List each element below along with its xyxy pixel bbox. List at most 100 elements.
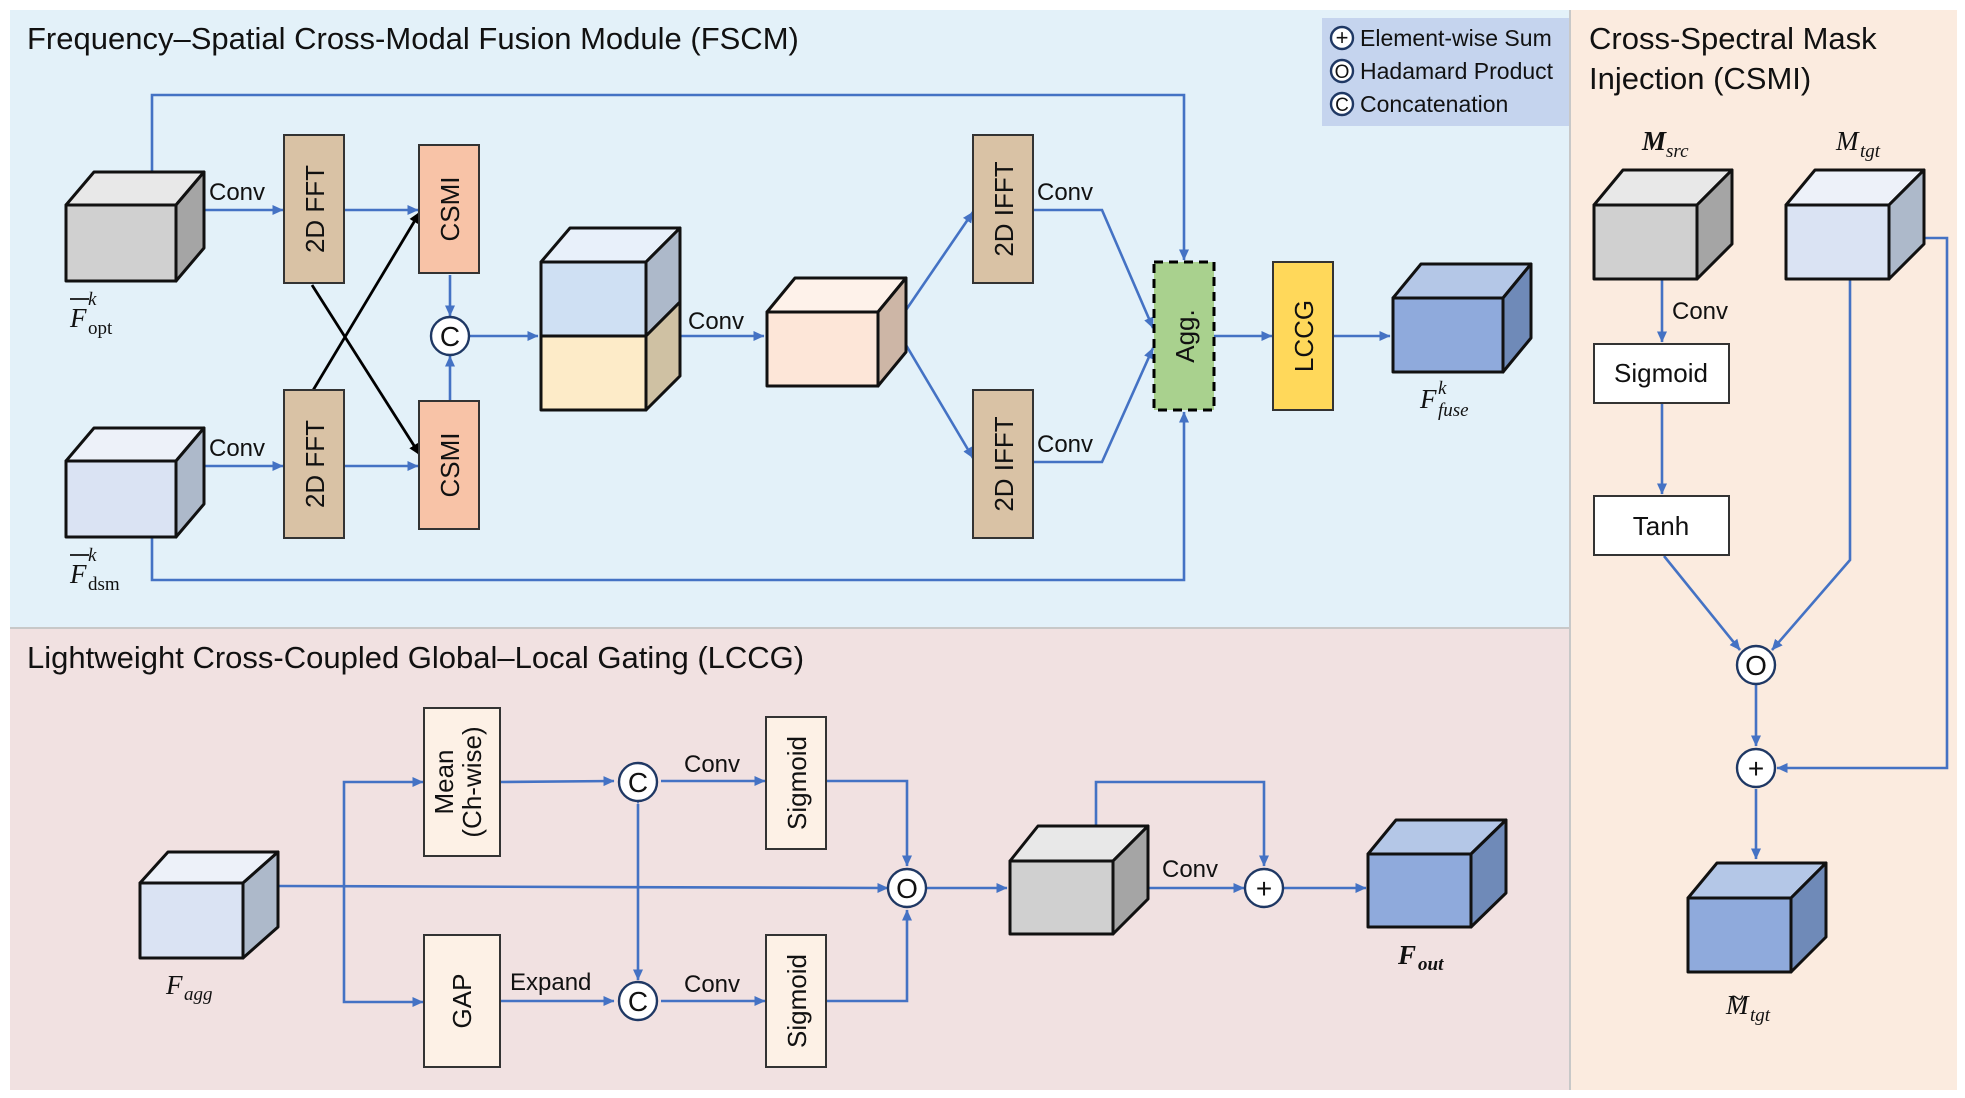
concat-feature-cube [539, 226, 682, 412]
svg-text:CSMI: CSMI [435, 433, 465, 498]
svg-text:Sigmoid: Sigmoid [1614, 358, 1708, 388]
svg-text:O: O [896, 873, 918, 904]
fused-peach-cube [765, 276, 908, 388]
m-tgt-output-label: ~ M tgt [1725, 983, 1771, 1026]
hadamard-product-icon [1329, 58, 1355, 84]
svg-text:C: C [1335, 95, 1349, 116]
f-opt-cube [64, 170, 206, 283]
svg-text:Agg.: Agg. [1170, 309, 1200, 363]
svg-text:Sigmoid: Sigmoid [782, 954, 812, 1048]
lccg-conv-out-label: Conv [1162, 856, 1218, 883]
element-wise-sum-icon [1243, 867, 1285, 909]
sigmoid-bottom-box: Sigmoid [765, 934, 827, 1068]
ifft-bottom-box: 2D IFFT [972, 389, 1034, 539]
legend-hadamard-label: Hadamard Product [1360, 58, 1554, 84]
ifft-top-box: 2D IFFT [972, 134, 1034, 284]
element-wise-sum-icon [1329, 25, 1355, 51]
svg-text:F: F [1397, 940, 1416, 970]
svg-text:k: k [1438, 378, 1447, 399]
fscm-conv-mid-label: Conv [688, 308, 744, 335]
svg-text:2D FFT: 2D FFT [300, 165, 330, 253]
lccg-concat-top-op: C [617, 761, 659, 803]
f-agg-cube [138, 850, 280, 960]
lccg-conv-bottom-label: Conv [684, 971, 740, 998]
svg-text:M: M [1725, 990, 1750, 1020]
f-fuse-cube [1391, 262, 1533, 374]
legend-concat-label: Concatenation [1360, 91, 1508, 117]
svg-text:k: k [88, 545, 97, 566]
svg-text:F: F [165, 970, 183, 1000]
csmi-conv-label: Conv [1672, 298, 1728, 325]
element-wise-sum-icon [1735, 747, 1777, 789]
hadamard-product-icon [1735, 644, 1777, 686]
f-opt-label: F k opt [69, 289, 113, 339]
fscm-conv-ifft-bottom-label: Conv [1037, 431, 1093, 458]
fscm-conv-top-label: Conv [209, 179, 265, 206]
concatenation-icon [1329, 91, 1355, 117]
svg-text:(Ch-wise): (Ch-wise) [457, 726, 487, 837]
svg-text:LCCG: LCCG [1289, 300, 1319, 372]
mean-ch-wise-box: Mean (Ch-wise) [423, 707, 501, 857]
svg-text:O: O [1745, 650, 1767, 681]
svg-text:F: F [69, 559, 87, 589]
f-dsm-label: F k dsm [69, 545, 120, 595]
svg-text:+: + [1748, 753, 1764, 784]
lccg-sum-op: + [1243, 867, 1285, 909]
svg-text:k: k [88, 289, 97, 310]
svg-text:~: ~ [1729, 983, 1744, 1013]
legend-sum-label: Element-wise Sum [1360, 25, 1552, 51]
csmi-top-box: CSMI [418, 144, 480, 274]
svg-text:+: + [1336, 25, 1349, 50]
svg-text:C: C [628, 767, 648, 798]
csmi-tanh-box: Tanh [1593, 495, 1730, 556]
svg-text:opt: opt [88, 318, 113, 339]
fft-bottom-box: 2D FFT [283, 389, 345, 539]
svg-text:M: M [1835, 126, 1860, 156]
fft-top-box: 2D FFT [283, 134, 345, 284]
svg-text:Sigmoid: Sigmoid [782, 736, 812, 830]
svg-text:+: + [1256, 873, 1272, 904]
csmi-title-line2: Injection (CSMI) [1589, 61, 1811, 96]
svg-text:F: F [1419, 384, 1437, 414]
csmi-connections [1657, 236, 1949, 860]
f-dsm-cube [64, 426, 206, 539]
m-tgt-output-cube [1686, 861, 1828, 974]
svg-text:M: M [1641, 126, 1667, 156]
svg-text:CSMI: CSMI [435, 177, 465, 242]
f-agg-label: F agg [165, 970, 213, 1005]
lccg-expand-label: Expand [510, 969, 591, 996]
fscm-concat-op: C [429, 315, 471, 357]
svg-text:O: O [1335, 62, 1350, 83]
csmi-sigmoid-box: Sigmoid [1593, 343, 1730, 404]
m-src-cube [1592, 168, 1734, 281]
lccg-title: Lightweight Cross-Coupled Global–Local G… [27, 640, 804, 675]
svg-text:Mean: Mean [429, 749, 459, 814]
m-tgt-label: M tgt [1835, 126, 1881, 162]
svg-text:F: F [69, 303, 87, 333]
csmi-bottom-box: CSMI [418, 400, 480, 530]
svg-text:tgt: tgt [1750, 1005, 1771, 1026]
gap-box: GAP [423, 934, 501, 1068]
f-fuse-label: F k fuse [1419, 378, 1469, 421]
svg-text:agg: agg [184, 984, 213, 1005]
fscm-connections [150, 93, 1391, 582]
gated-gray-cube [1008, 824, 1150, 936]
f-out-label: F out [1397, 940, 1444, 975]
svg-text:Tanh: Tanh [1633, 511, 1689, 541]
csmi-hadamard-op: O [1735, 644, 1777, 686]
svg-text:GAP: GAP [447, 974, 477, 1029]
fscm-title: Frequency–Spatial Cross-Modal Fusion Mod… [27, 21, 799, 56]
lccg-hadamard-op: O [886, 867, 928, 909]
concatenation-icon [617, 761, 659, 803]
hadamard-product-icon [886, 867, 928, 909]
svg-text:tgt: tgt [1860, 141, 1881, 162]
f-out-cube [1366, 818, 1508, 929]
lccg-conv-top-label: Conv [684, 751, 740, 778]
svg-text:2D IFFT: 2D IFFT [989, 416, 1019, 511]
concatenation-icon [429, 315, 471, 357]
svg-text:dsm: dsm [88, 574, 120, 595]
lccg-box: LCCG [1272, 261, 1334, 411]
fscm-conv-bottom-label: Conv [209, 435, 265, 462]
csmi-sum-op: + [1735, 747, 1777, 789]
